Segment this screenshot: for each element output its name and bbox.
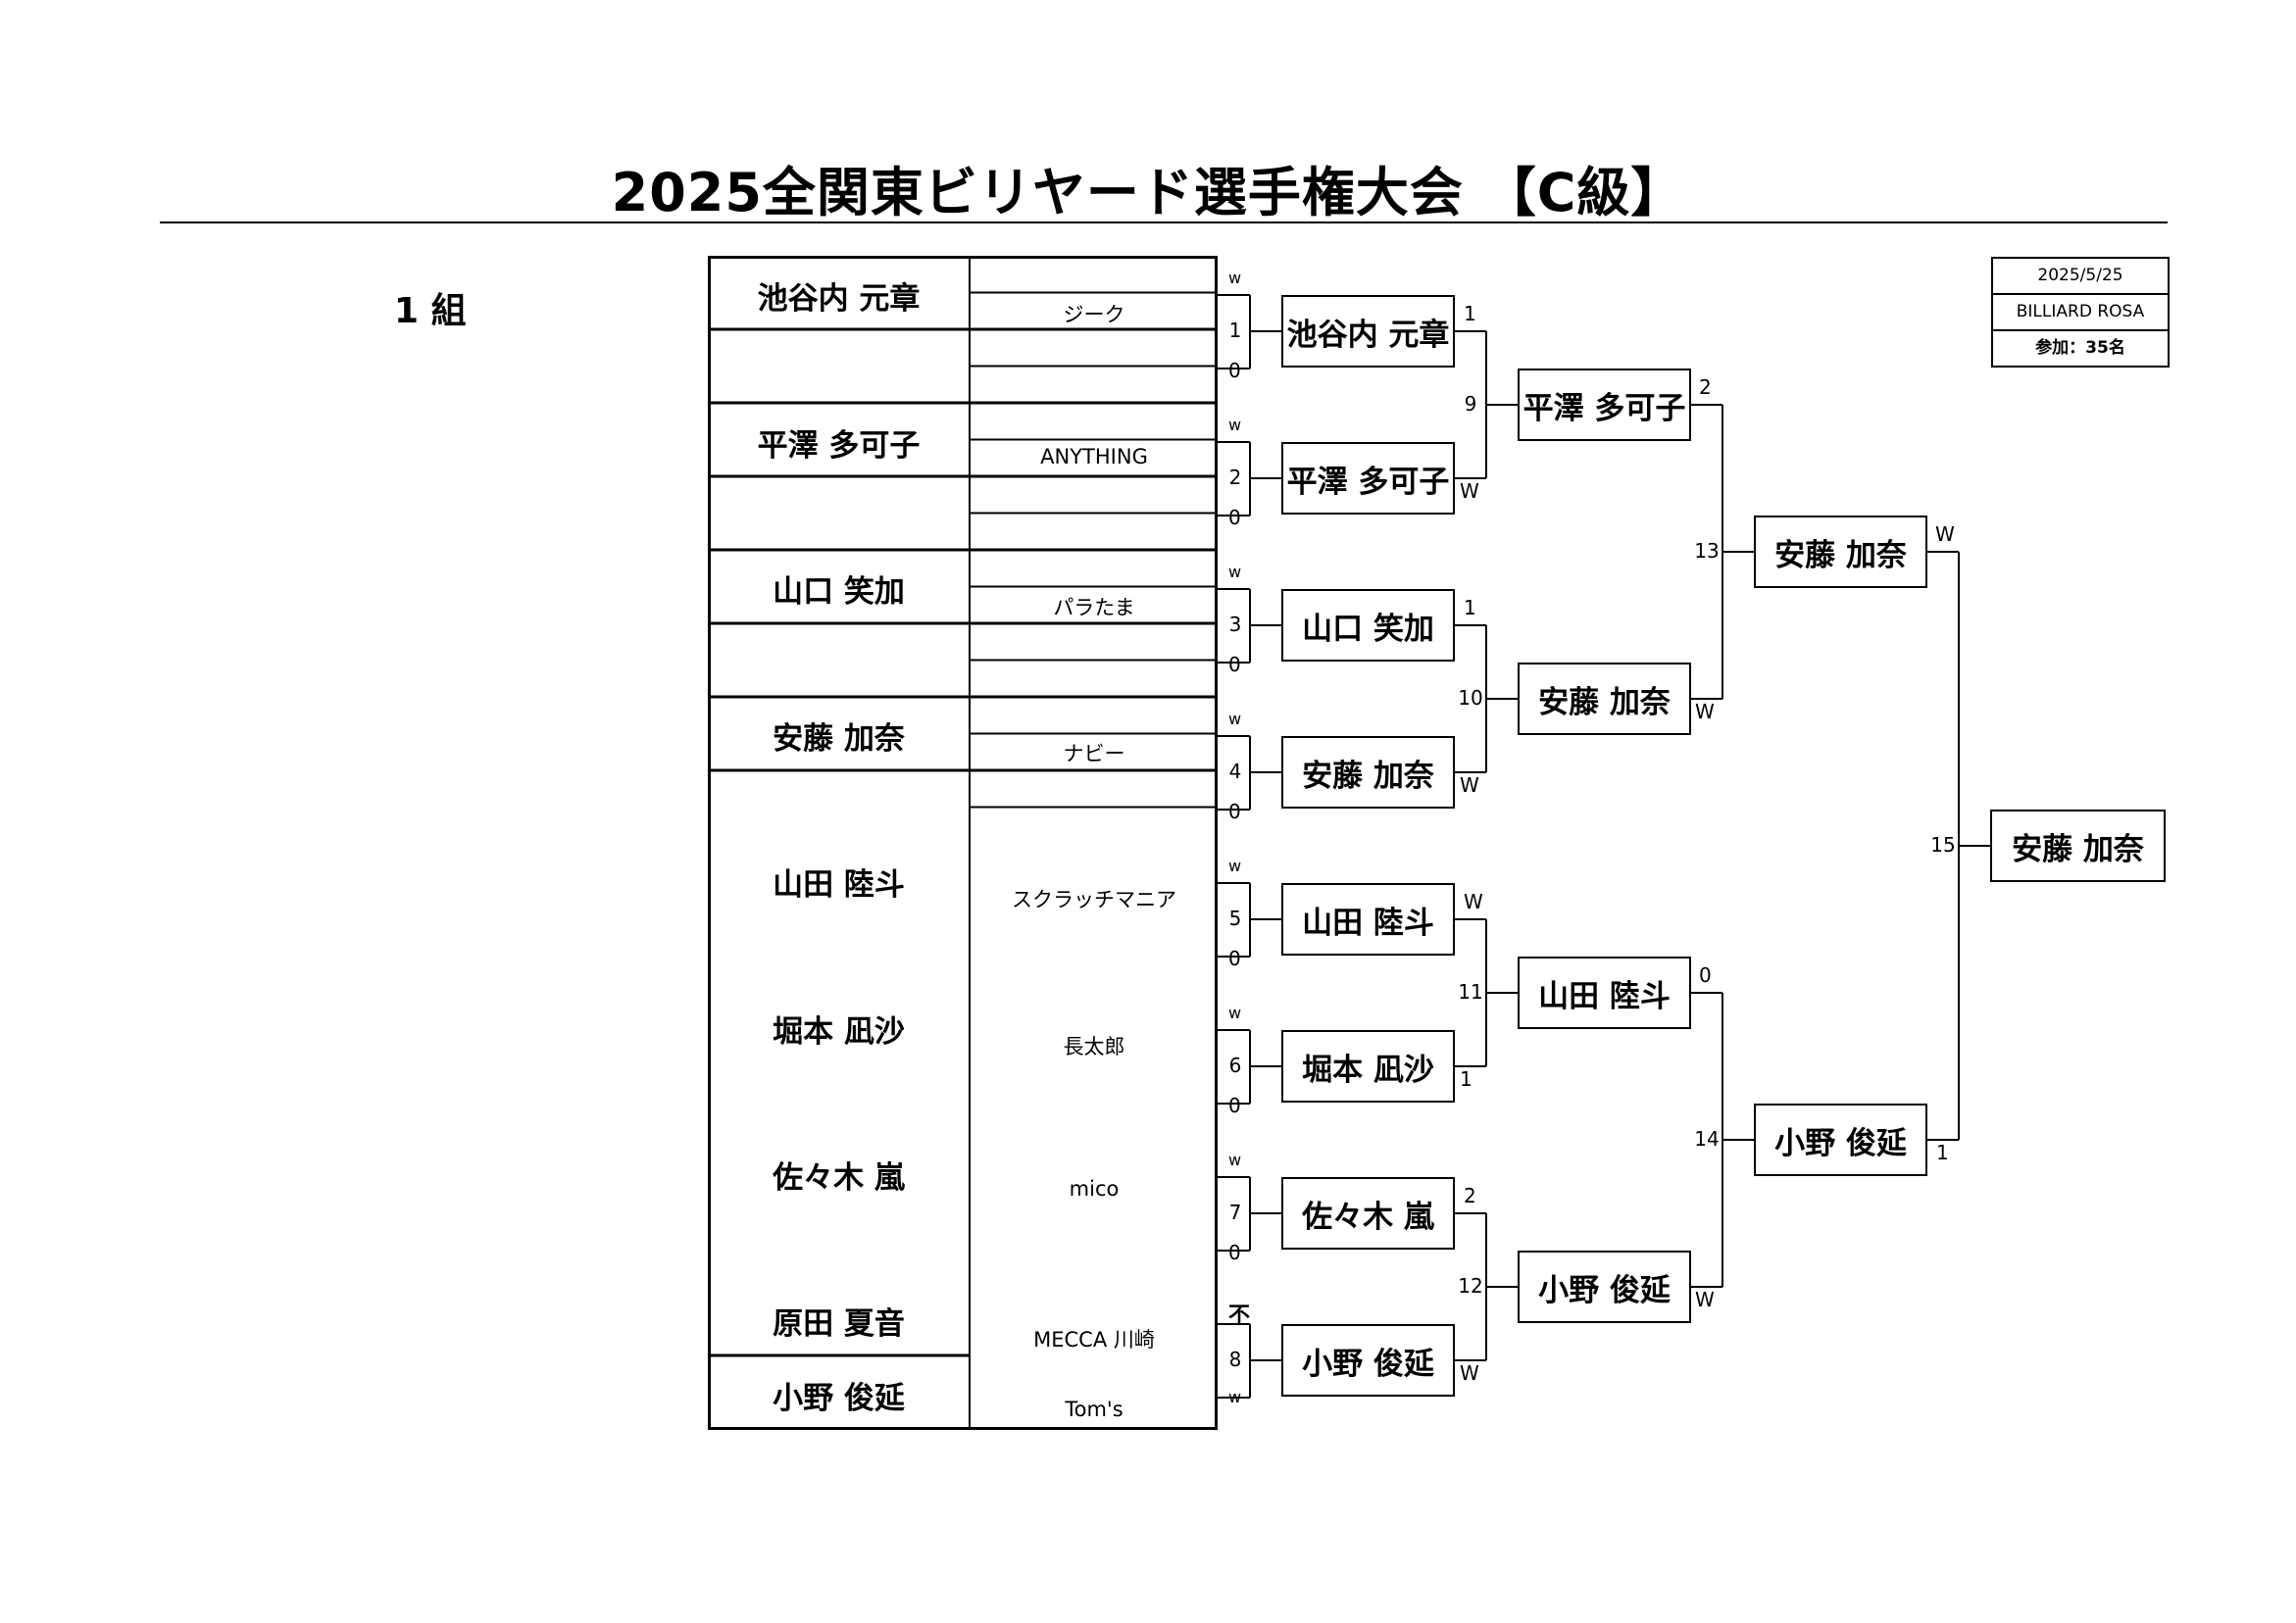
entry-name: 山口 笑加 — [773, 574, 905, 610]
entry-club: MECCA 川崎 — [1033, 1328, 1155, 1352]
r1-top-score: 不 — [1228, 1303, 1251, 1328]
r2-match-number: 12 — [1458, 1274, 1483, 1298]
r3-bottom-score: W — [1695, 1288, 1715, 1311]
r1-match-number: 5 — [1228, 907, 1242, 930]
entry-name: 安藤 加奈 — [773, 721, 905, 757]
r3-winner-box: 小野 俊延 — [1754, 1104, 1927, 1176]
r1-match-number: 7 — [1228, 1201, 1242, 1224]
entry-name: 原田 夏音 — [773, 1306, 905, 1342]
r2-bottom-score: W — [1460, 773, 1479, 797]
r1-match-number: 8 — [1228, 1348, 1242, 1371]
r1-bottom-score: 0 — [1228, 1094, 1241, 1117]
r2-match-number: 10 — [1458, 686, 1483, 710]
r1-bottom-score: 0 — [1228, 506, 1241, 529]
r2-match-number: 11 — [1458, 980, 1483, 1004]
entry-name: 小野 俊延 — [773, 1381, 905, 1416]
r1-bottom-score: 0 — [1228, 800, 1241, 823]
info-participants: 参加：35名 — [2035, 338, 2125, 358]
r1-match-number: 1 — [1228, 319, 1242, 342]
r1-top-score: w — [1228, 563, 1242, 581]
r1-bottom-score: 0 — [1228, 947, 1241, 970]
entry-club: mico — [1069, 1177, 1120, 1201]
group-label: 1 組 — [394, 291, 467, 331]
r1-top-score: w — [1228, 1004, 1242, 1022]
r3-match-number: 13 — [1694, 539, 1720, 563]
r2-bottom-score: W — [1460, 1361, 1479, 1385]
r1-winner-box: 安藤 加奈 — [1281, 736, 1455, 809]
entry-club: スクラッチマニア — [1012, 888, 1176, 911]
entry-table — [708, 256, 1218, 1430]
r2-top-score: W — [1464, 890, 1483, 913]
r1-top-score: w — [1228, 1151, 1242, 1169]
r1-bottom-score: 0 — [1228, 653, 1241, 676]
champion-box: 安藤 加奈 — [1990, 810, 2166, 882]
r1-top-score: w — [1228, 710, 1242, 728]
r2-top-score: 2 — [1464, 1184, 1476, 1207]
r1-winner-box: 山口 笑加 — [1281, 589, 1455, 662]
entry-club: 長太郎 — [1063, 1035, 1125, 1058]
r1-winner-box: 佐々木 嵐 — [1281, 1177, 1455, 1250]
r3-top-score: 0 — [1699, 963, 1712, 987]
r2-bottom-score: 1 — [1460, 1067, 1472, 1091]
r1-match-number: 4 — [1228, 760, 1242, 783]
r2-top-score: 1 — [1464, 302, 1476, 325]
r1-match-number: 3 — [1228, 613, 1242, 636]
entry-name: 平澤 多可子 — [757, 428, 921, 464]
r2-winner-box: 小野 俊延 — [1518, 1251, 1691, 1323]
final-match-number: 15 — [1930, 833, 1956, 857]
entry-name: 佐々木 嵐 — [773, 1160, 905, 1196]
r1-winner-box: 堀本 凪沙 — [1281, 1030, 1455, 1103]
r1-winner-box: 山田 陸斗 — [1281, 883, 1455, 956]
r1-match-number: 6 — [1228, 1054, 1242, 1077]
info-venue: BILLIARD ROSA — [1993, 295, 2168, 331]
entry-club: ANYTHING — [1040, 445, 1148, 468]
r1-top-score: w — [1228, 269, 1242, 287]
r3-top-score: 2 — [1699, 375, 1712, 399]
final-top-score: W — [1935, 522, 1955, 546]
r1-winner-box: 平澤 多可子 — [1281, 442, 1455, 515]
r3-match-number: 14 — [1694, 1127, 1720, 1151]
r3-winner-box: 安藤 加奈 — [1754, 516, 1927, 588]
page-title: 2025全関東ビリヤード選手権大会 【C級】 — [611, 162, 1685, 223]
r1-top-score: w — [1228, 416, 1242, 434]
r1-bottom-score: w — [1228, 1388, 1242, 1406]
entry-club: ナビー — [1063, 742, 1125, 765]
r1-winner-box: 池谷内 元章 — [1281, 295, 1455, 368]
r2-winner-box: 平澤 多可子 — [1518, 369, 1691, 441]
r1-bottom-score: 0 — [1228, 359, 1241, 382]
final-bottom-score: 1 — [1936, 1141, 1949, 1164]
r2-winner-box: 山田 陸斗 — [1518, 957, 1691, 1029]
entry-club: ジーク — [1063, 303, 1125, 326]
r2-bottom-score: W — [1460, 479, 1479, 503]
entry-club: Tom's — [1065, 1398, 1123, 1421]
info-box: 2025/5/25 BILLIARD ROSA 参加：35名 — [1991, 257, 2170, 368]
info-date: 2025/5/25 — [1993, 259, 2168, 295]
r2-winner-box: 安藤 加奈 — [1518, 663, 1691, 735]
r3-bottom-score: W — [1695, 700, 1715, 723]
r1-top-score: w — [1228, 857, 1242, 875]
r1-bottom-score: 0 — [1228, 1241, 1241, 1264]
r1-winner-box: 小野 俊延 — [1281, 1324, 1455, 1397]
entry-name: 池谷内 元章 — [757, 281, 921, 317]
title-underline — [160, 221, 2168, 223]
entry-name: 堀本 凪沙 — [773, 1014, 905, 1050]
r1-match-number: 2 — [1228, 466, 1242, 489]
r2-top-score: 1 — [1464, 596, 1476, 619]
r2-match-number: 9 — [1464, 392, 1477, 416]
entry-club: パラたま — [1053, 596, 1135, 619]
entry-name: 山田 陸斗 — [773, 867, 905, 903]
